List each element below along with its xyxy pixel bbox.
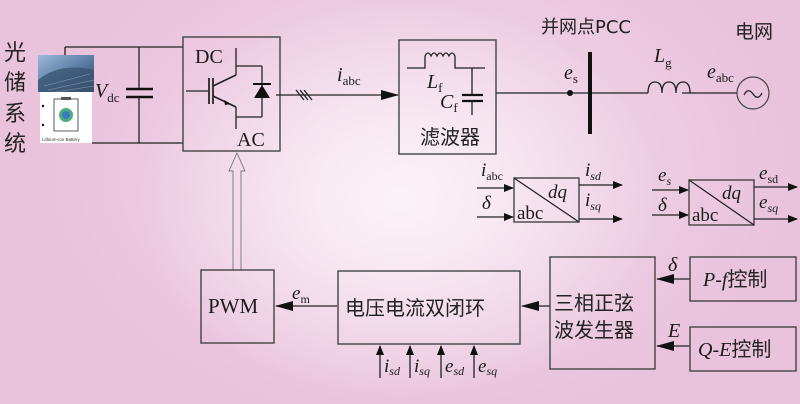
abc-dq-transform-current: dq abc iabc δ isd isq	[477, 160, 623, 224]
qe-control-label: Q-E控制	[698, 337, 771, 361]
es-label: es	[564, 62, 578, 86]
solar-panel-icon	[38, 55, 95, 93]
lg-label: Lg	[653, 45, 672, 70]
sine-generator-line2: 波发生器	[554, 318, 634, 342]
em-label: em	[292, 283, 310, 306]
iabc-label: iabc	[337, 64, 361, 88]
esq-label: esq	[478, 356, 497, 378]
delta-in-label: δ	[482, 193, 492, 214]
pf-control-label: P-f控制	[702, 267, 767, 291]
cf-label: Cf	[440, 91, 458, 115]
grid-label: 电网	[735, 21, 773, 43]
sine-generator-line1: 三相正弦	[554, 291, 634, 315]
dc-link-capacitor	[126, 47, 153, 143]
ac-label: AC	[237, 129, 265, 151]
pwm-block	[200, 269, 275, 344]
lf-label: Lf	[426, 71, 443, 95]
dc-label: DC	[195, 46, 223, 68]
pf-control-block	[689, 256, 797, 302]
isd-label: isd	[384, 356, 401, 378]
es-in-label: es	[658, 165, 671, 188]
filter-block	[398, 39, 497, 155]
dual-loop-inputs: isd isq esd esq	[376, 345, 497, 378]
isq-label: isq	[414, 356, 430, 378]
esq-out-label: esq	[759, 192, 778, 215]
delta-in-label: δ	[658, 195, 668, 216]
qe-control-block	[689, 326, 797, 372]
dual-loop-label: 电压电流双闭环	[345, 296, 485, 320]
battery-caption: Lithium-Ion Battery	[42, 137, 81, 142]
label-char: 系	[4, 102, 26, 127]
ac-source-icon	[736, 76, 770, 110]
iabc-in-label: iabc	[481, 160, 503, 183]
vdc-label: Vdc	[95, 80, 120, 105]
battery-icon: Lithium-Ion Battery	[40, 92, 92, 143]
pwm-drive-arrow	[228, 151, 246, 270]
diode-icon	[253, 83, 271, 98]
filter-capacitor-icon	[462, 68, 483, 115]
dq-label: dq	[548, 182, 568, 203]
storage-system-label: 光 储 系 统	[4, 41, 26, 157]
pcc-label: 并网点PCC	[541, 17, 631, 38]
abc-label: abc	[517, 203, 543, 224]
sine-generator-block	[549, 256, 656, 370]
eabc-label: eabc	[707, 61, 734, 85]
delta-ref-label: δ	[668, 254, 678, 276]
label-char: 统	[4, 132, 26, 157]
abc-label: abc	[692, 205, 718, 226]
igbt-switch-icon	[186, 48, 263, 129]
isd-out-label: isd	[585, 160, 602, 183]
esd-out-label: esd	[759, 163, 778, 186]
label-char: 光	[4, 41, 26, 66]
abc-dq-transform-voltage: dq abc es δ esd esq	[652, 163, 798, 226]
three-phase-marker	[295, 89, 313, 101]
inverter-block	[182, 36, 281, 152]
isq-out-label: isq	[585, 190, 601, 213]
dual-loop-block	[337, 270, 521, 345]
filter-label: 滤波器	[420, 125, 480, 149]
E-ref-label: E	[667, 320, 680, 342]
label-char: 储	[4, 71, 26, 96]
esd-label: esd	[445, 356, 465, 378]
es-node	[567, 90, 573, 96]
filter-inductor-icon	[407, 52, 485, 69]
pwm-label: PWM	[208, 294, 259, 318]
dq-label: dq	[722, 183, 742, 204]
grid-inductor-icon	[647, 81, 737, 94]
